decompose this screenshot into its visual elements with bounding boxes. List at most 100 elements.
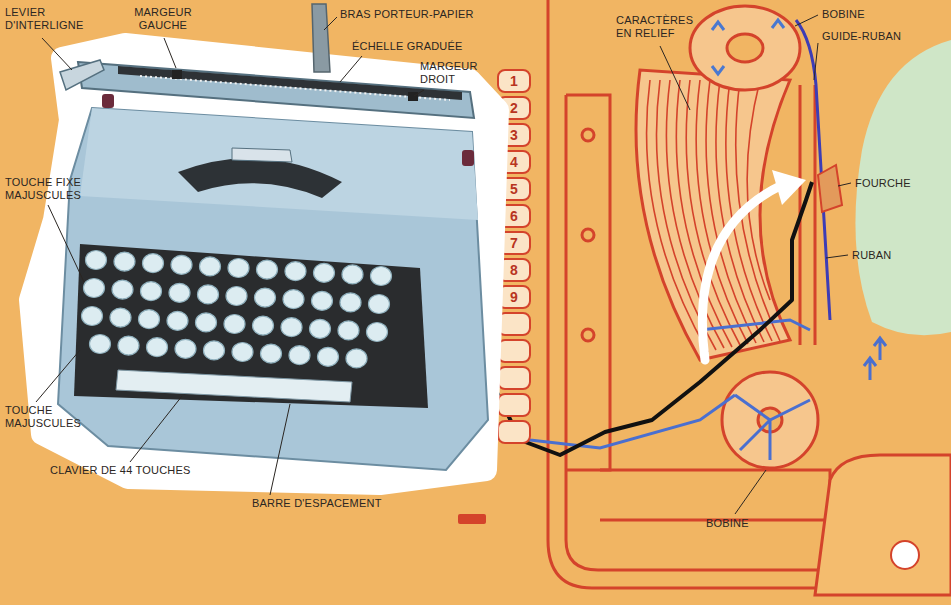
part-label: TOUCHE MAJUSCULES xyxy=(5,404,87,429)
platen xyxy=(118,66,462,100)
part-label: RUBAN xyxy=(852,249,932,262)
keycap xyxy=(139,310,160,329)
keycap xyxy=(310,319,331,338)
leader-line xyxy=(36,350,80,402)
keycap xyxy=(232,343,253,362)
keycap xyxy=(141,282,162,301)
part-label: FOURCHE xyxy=(855,177,935,190)
type-basket-left xyxy=(178,158,342,198)
space-bar xyxy=(116,370,352,402)
typewriter-body xyxy=(58,108,488,470)
keycap xyxy=(204,341,225,360)
part-label: GUIDE-RUBAN xyxy=(822,30,922,43)
keycap xyxy=(371,267,392,286)
leader-line xyxy=(324,17,337,30)
key-number: 5 xyxy=(498,178,530,200)
keycap xyxy=(112,280,133,299)
part-label: TOUCHE FIXE MAJUSCULES xyxy=(5,176,97,201)
keycap xyxy=(340,293,361,312)
keycap xyxy=(255,288,276,307)
motion-arrow-head xyxy=(772,170,806,205)
leader-line xyxy=(414,90,424,96)
leader-line xyxy=(660,46,690,110)
bottom-spool xyxy=(722,372,818,468)
keycap xyxy=(369,295,390,314)
leader-line xyxy=(340,56,362,82)
white-ground xyxy=(30,44,498,484)
keycap xyxy=(118,336,139,355)
type-lever xyxy=(455,182,812,455)
number-key xyxy=(498,70,530,92)
keycap xyxy=(312,291,333,310)
keycap xyxy=(224,315,245,334)
keycap xyxy=(226,287,247,306)
type-bar xyxy=(666,80,724,348)
keycap xyxy=(147,338,168,357)
key-number: 3 xyxy=(498,124,530,146)
left-margin-stop xyxy=(172,70,182,79)
ribbon-fork xyxy=(818,165,842,212)
rivet xyxy=(582,329,594,341)
top-cover xyxy=(80,108,478,220)
number-key xyxy=(498,313,530,335)
keycap xyxy=(86,251,107,270)
leader-line xyxy=(42,38,72,70)
part-label: MARGEUR GAUCHE xyxy=(126,6,200,31)
motion-arrow xyxy=(702,185,782,360)
keycap xyxy=(196,313,217,332)
top-spool xyxy=(690,6,800,90)
keycap xyxy=(167,311,188,330)
rivet xyxy=(582,129,594,141)
part-label: BOBINE xyxy=(822,8,912,21)
leader-line xyxy=(814,43,818,80)
knob xyxy=(891,541,919,569)
leader-line xyxy=(795,15,818,26)
number-key xyxy=(498,367,530,389)
key-number: 7 xyxy=(498,232,530,254)
keycap xyxy=(285,262,306,281)
type-bars xyxy=(647,80,780,352)
number-key xyxy=(498,394,530,416)
part-label: MARGEUR DROIT xyxy=(420,60,486,85)
keycap xyxy=(338,321,359,340)
rotation-arrows xyxy=(712,20,784,74)
keycap xyxy=(114,252,135,271)
ribbon-lifter xyxy=(700,320,810,330)
keycap xyxy=(281,318,302,337)
keycap xyxy=(200,257,221,276)
keycap xyxy=(84,279,105,298)
number-key xyxy=(498,340,530,362)
keycap xyxy=(169,283,190,302)
key-number: 1 xyxy=(498,70,530,92)
keycap xyxy=(289,346,310,365)
slot xyxy=(458,514,486,524)
leader-line xyxy=(838,183,851,186)
type-bar xyxy=(686,80,740,345)
part-label: BOBINE xyxy=(706,517,796,530)
paper-arm xyxy=(312,4,330,72)
keycap xyxy=(82,307,103,326)
leader-line xyxy=(48,205,84,282)
graduated-scale xyxy=(140,76,450,100)
key-number: 8 xyxy=(498,259,530,281)
leader-line xyxy=(130,396,182,462)
keycap xyxy=(198,285,219,304)
number-key xyxy=(498,421,530,443)
ribbon xyxy=(796,20,830,320)
base-plate xyxy=(600,470,830,520)
keycap xyxy=(171,255,192,274)
key-number: 4 xyxy=(498,151,530,173)
part-label: LEVIER D'INTERLIGNE xyxy=(5,6,85,31)
keycap xyxy=(90,335,111,354)
type-guide xyxy=(232,148,292,162)
knob xyxy=(462,150,474,166)
keycap xyxy=(253,316,274,335)
leader-line xyxy=(164,38,176,68)
spool-hub xyxy=(727,34,763,62)
part-label: ÉCHELLE GRADUÉE xyxy=(352,40,472,53)
keycap xyxy=(318,347,339,366)
key-number: 9 xyxy=(498,286,530,308)
part-label: CARACTÈRES EN RELIEF xyxy=(616,14,692,39)
leader-line xyxy=(270,404,290,495)
